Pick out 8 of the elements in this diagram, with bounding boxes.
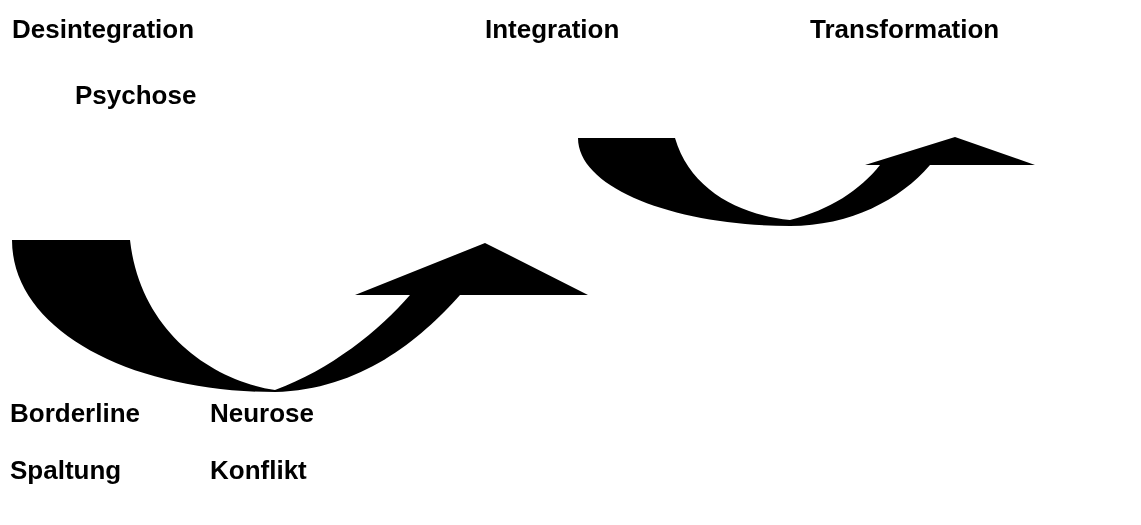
- label-text: Desintegration: [12, 14, 195, 44]
- label-text: Borderline: [10, 398, 141, 428]
- label-text: Integration: [485, 14, 620, 44]
- label-text: Transformation: [810, 14, 1000, 44]
- label-text: Spaltung: [10, 455, 122, 485]
- label-text: Konflikt: [210, 455, 307, 485]
- label-text: Neurose: [210, 398, 315, 428]
- label-text: Psychose: [75, 80, 197, 110]
